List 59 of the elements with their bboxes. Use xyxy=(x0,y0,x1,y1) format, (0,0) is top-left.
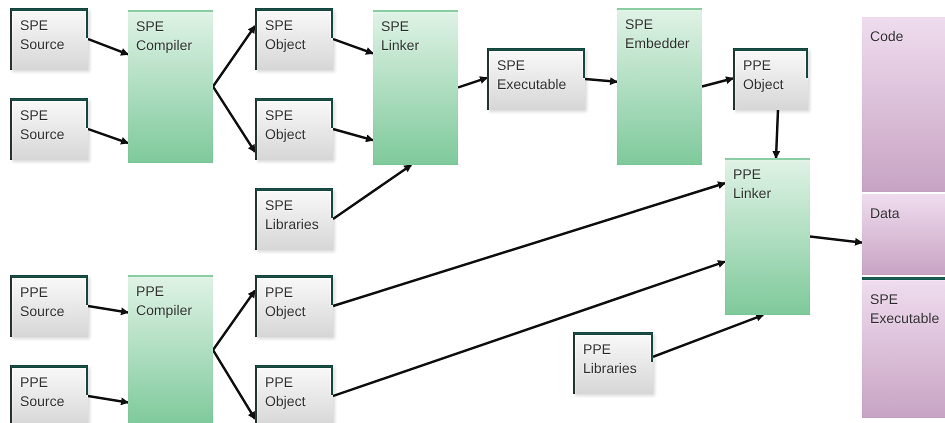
arrow xyxy=(212,349,256,420)
arrow xyxy=(332,181,726,308)
file-box xyxy=(10,8,88,70)
memory-section xyxy=(862,17,945,192)
file-box xyxy=(10,365,88,423)
node-label: PPE Object xyxy=(265,283,306,321)
node-label: PPE Compiler xyxy=(136,282,194,320)
file-box xyxy=(255,365,333,423)
file-box xyxy=(733,48,808,110)
node-label: PPE Source xyxy=(20,373,66,411)
file-box xyxy=(573,332,653,394)
arrow xyxy=(458,76,488,89)
node-label: SPE Executable xyxy=(497,56,568,94)
arrow xyxy=(212,25,256,88)
tool-box xyxy=(373,10,458,165)
tool-box xyxy=(617,8,702,165)
file-box xyxy=(255,188,333,250)
node-label: SPE Source xyxy=(20,106,66,144)
node-label: PPE Source xyxy=(20,283,66,321)
node-label: PPE Libraries xyxy=(583,340,638,378)
arrow xyxy=(652,314,764,358)
arrow xyxy=(88,38,129,56)
arrow xyxy=(810,235,863,246)
arrow xyxy=(332,164,412,220)
arrow xyxy=(88,304,129,316)
arrow xyxy=(584,77,618,86)
arrow xyxy=(212,86,256,153)
file-box xyxy=(255,98,333,160)
node-label: PPE Linker xyxy=(733,165,772,203)
node-label: SPE Embedder xyxy=(625,15,691,53)
node-label: SPE Object xyxy=(265,106,306,144)
file-box xyxy=(255,8,333,70)
arrow xyxy=(88,394,129,406)
node-label: SPE Object xyxy=(265,16,306,54)
tool-box xyxy=(128,275,213,423)
node-label: PPE Object xyxy=(265,373,306,411)
node-label: SPE Source xyxy=(20,16,66,54)
arrow xyxy=(212,290,256,351)
node-label: SPE Executable xyxy=(870,290,937,328)
memory-section xyxy=(862,277,945,418)
node-label: Data xyxy=(870,204,901,223)
file-box xyxy=(255,275,333,337)
node-label: Code xyxy=(870,27,904,46)
arrow xyxy=(332,260,726,398)
arrow xyxy=(772,110,780,159)
tool-box xyxy=(128,10,213,163)
arrow xyxy=(332,128,374,142)
file-box xyxy=(10,275,88,337)
file-box xyxy=(487,48,585,110)
node-label: SPE Compiler xyxy=(136,17,194,55)
node-label: PPE Object xyxy=(743,56,784,94)
arrow xyxy=(332,38,374,55)
arrow xyxy=(88,128,129,145)
memory-section xyxy=(862,194,945,275)
tool-box xyxy=(725,158,810,315)
node-label: SPE Libraries xyxy=(265,196,320,234)
node-label: SPE Linker xyxy=(381,17,420,55)
file-box xyxy=(10,98,88,160)
arrow xyxy=(702,76,734,88)
